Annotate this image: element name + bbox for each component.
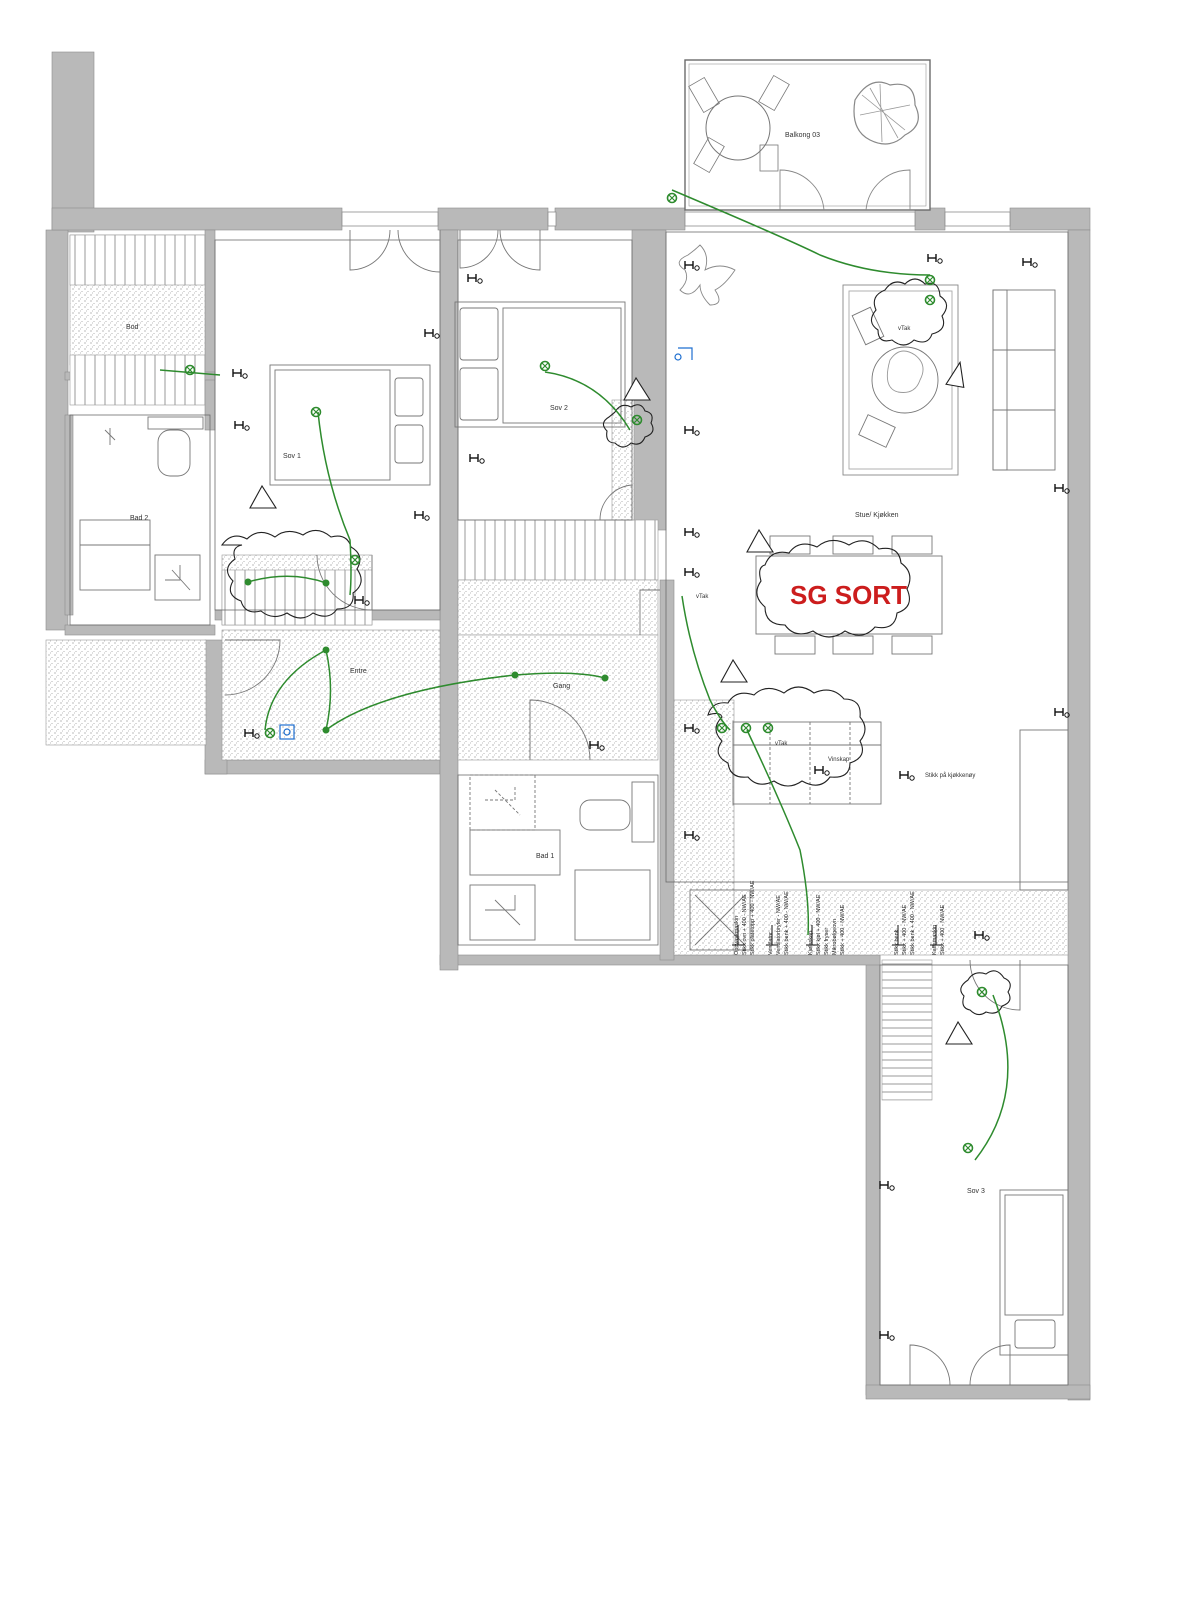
legend-line-13: Stikk + 400 - NW/AE	[902, 904, 908, 955]
legend-line-10: Mikrobølgeovn	[832, 919, 838, 955]
legend-line-1: Oppvaskmaskin	[734, 916, 740, 955]
legend-sockets	[732, 925, 942, 946]
legend-line-2: Stikk ovn + 400 - NW/AE	[742, 894, 748, 955]
legend-line-16: Stikk + 400 - NW/AE	[940, 904, 946, 955]
hatch-zones	[45, 234, 1069, 1101]
doors	[224, 229, 1021, 1386]
room-label-gang: Gang	[553, 683, 570, 690]
wiring-nodes	[244, 578, 609, 734]
legend-line-12: Stikk benk	[894, 929, 900, 955]
label-vtak-kitchen: vTak	[775, 741, 788, 747]
legend-line-8: Stikk kjøl + 400 - NW/AE	[816, 894, 822, 955]
cloud-kitchen	[707, 686, 866, 787]
legend-line-4: Ventilator	[768, 932, 774, 955]
room-labels: Bod Bad 2 Sov 1 Sov 2 Stue/ Kjøkken Entr…	[126, 324, 985, 1195]
windows	[341, 211, 1011, 227]
legend-line-5: Ventilatorbryter - NW/AE	[776, 895, 782, 955]
cloud-sov3	[960, 970, 1011, 1016]
cloud-sov2	[602, 404, 654, 448]
legend-line-15: Kaffemaskin	[932, 925, 938, 955]
room-label-bod: Bod	[126, 324, 139, 331]
room-label-entre: Entre	[350, 668, 367, 675]
furniture	[79, 244, 1069, 1356]
legend-line-11: Stikk + 400 - NW/AE	[840, 904, 846, 955]
legend-line-6: Stikk benk + 400 - NW/AE	[784, 891, 790, 955]
label-vtak-wall: vTak	[696, 594, 709, 600]
electrical-wiring	[159, 189, 1009, 1161]
legend-line-14: Stikk benk + 400 - NW/AE	[910, 891, 916, 955]
room-label-stue: Stue/ Kjøkken	[855, 512, 899, 519]
legend-line-7: Kjøleskap	[808, 931, 814, 955]
legend-line-3: Stikk platetopp + 400 - NW/AE	[750, 880, 756, 955]
blue-switches	[279, 347, 693, 740]
legend-line-9: Stikk fryser	[824, 928, 830, 955]
kitchen-legend: Oppvaskmaskin Stikk ovn + 400 - NW/AE St…	[734, 880, 946, 955]
room-label-bad1: Bad 1	[536, 853, 554, 860]
room-label-bad2: Bad 2	[130, 515, 148, 522]
label-stikk-kjokkenoy: Stikk på kjøkkenøy	[925, 772, 975, 779]
cloud-stue	[870, 278, 948, 346]
cloud-dining	[756, 539, 911, 638]
stamp-sg-sort: SG SORT	[790, 580, 907, 610]
revision-triangles	[249, 360, 974, 1045]
room-outlines	[69, 231, 1069, 1386]
room-label-sov2: Sov 2	[550, 405, 568, 412]
room-label-sov1: Sov 1	[283, 453, 301, 460]
cloud-entrance	[220, 529, 362, 619]
room-label-balkong: Balkong 03	[785, 132, 820, 139]
revision-clouds	[220, 278, 1011, 1016]
room-label-sov3: Sov 3	[967, 1188, 985, 1195]
balcony: Balkong 03	[684, 59, 931, 211]
label-vtak-stue: vTak	[898, 326, 911, 332]
label-vinskap: Vinskap	[828, 757, 850, 763]
